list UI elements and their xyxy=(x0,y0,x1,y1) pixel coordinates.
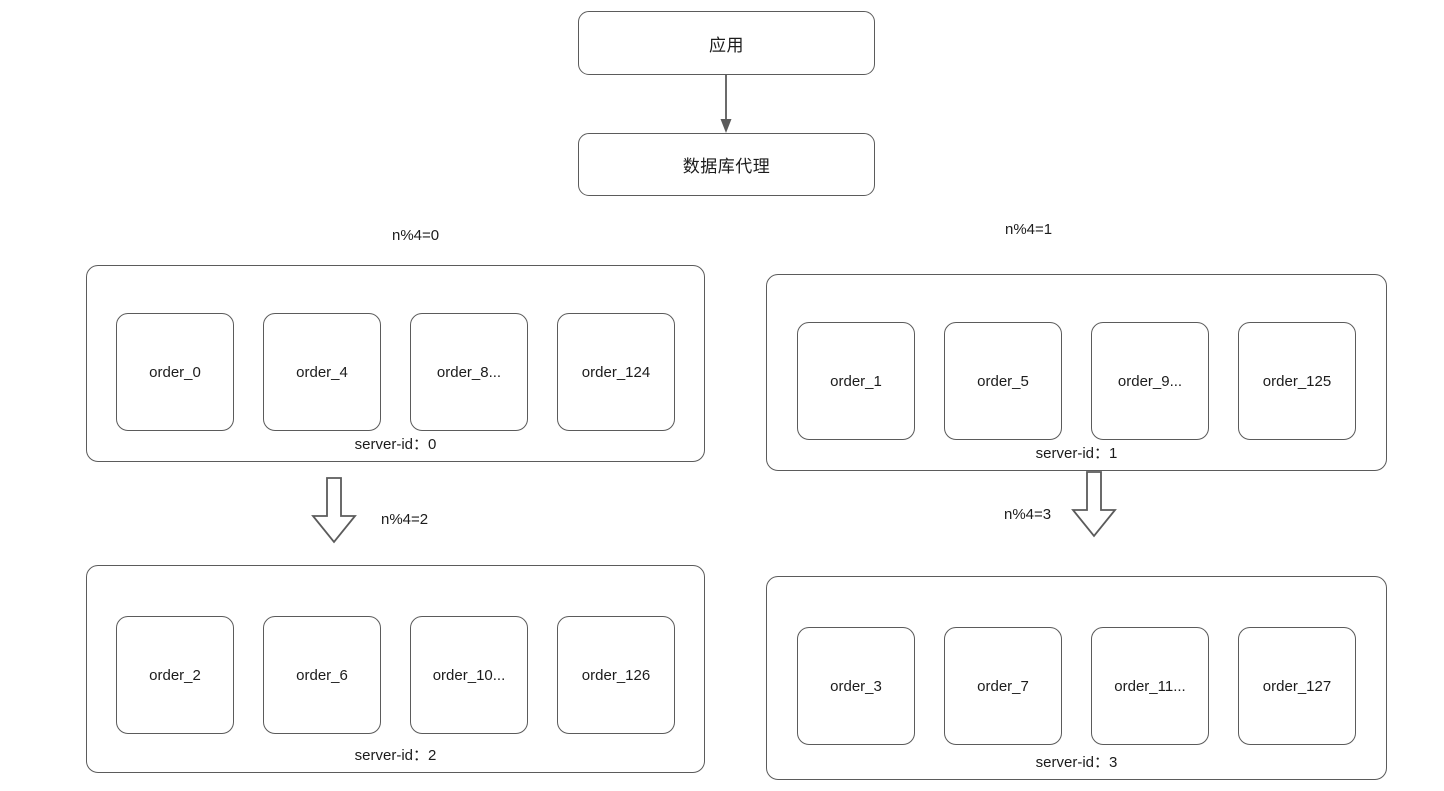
order-card: order_127 xyxy=(1238,627,1356,745)
node-database-proxy-label: 数据库代理 xyxy=(682,157,771,176)
order-card-label: order_0 xyxy=(149,363,201,381)
order-card: order_7 xyxy=(944,627,1062,745)
order-card: order_2 xyxy=(116,616,234,734)
order-card-label: order_126 xyxy=(581,666,651,684)
order-card: order_1 xyxy=(797,322,915,440)
node-database-proxy: 数据库代理 xyxy=(578,133,875,196)
server-group-2: order_2 order_6 order_10... order_126 se… xyxy=(86,565,705,773)
order-card-label: order_124 xyxy=(581,363,651,381)
block-arrow-down-icon-right xyxy=(1071,471,1117,538)
order-card: order_5 xyxy=(944,322,1062,440)
server-id-label: server-id：3 xyxy=(1035,754,1118,771)
order-card: order_9... xyxy=(1091,322,1209,440)
order-card-label: order_1 xyxy=(830,372,882,390)
order-card: order_4 xyxy=(263,313,381,431)
order-card: order_6 xyxy=(263,616,381,734)
server-id-label: server-id：0 xyxy=(354,436,437,453)
order-cards-row: order_3 order_7 order_11... order_127 xyxy=(767,627,1386,745)
order-card: order_11... xyxy=(1091,627,1209,745)
order-card-label: order_11... xyxy=(1114,677,1186,695)
order-card-label: order_3 xyxy=(830,677,882,695)
server-group-3: order_3 order_7 order_11... order_127 se… xyxy=(766,576,1387,780)
order-card-label: order_4 xyxy=(296,363,348,381)
order-card: order_126 xyxy=(557,616,675,734)
order-cards-row: order_2 order_6 order_10... order_126 xyxy=(87,616,704,734)
order-card: order_125 xyxy=(1238,322,1356,440)
order-card-label: order_7 xyxy=(977,677,1029,695)
mod-label-0: n%4=0 xyxy=(392,227,440,244)
order-card: order_10... xyxy=(410,616,528,734)
server-id-label: server-id：1 xyxy=(1035,445,1118,462)
order-cards-row: order_0 order_4 order_8... order_124 xyxy=(87,313,704,431)
mod-label-1: n%4=1 xyxy=(1005,221,1053,238)
order-card-label: order_127 xyxy=(1262,677,1332,695)
server-group-0: order_0 order_4 order_8... order_124 ser… xyxy=(86,265,705,462)
order-card: order_8... xyxy=(410,313,528,431)
order-card-label: order_8... xyxy=(436,363,502,381)
order-card-label: order_9... xyxy=(1117,372,1183,390)
mod-label-3: n%4=3 xyxy=(1004,506,1052,523)
block-arrow-down-icon-left xyxy=(311,477,357,544)
order-card: order_3 xyxy=(797,627,915,745)
order-card-label: order_5 xyxy=(977,372,1029,390)
node-application: 应用 xyxy=(578,11,875,75)
order-card-label: order_125 xyxy=(1262,372,1332,390)
order-cards-row: order_1 order_5 order_9... order_125 xyxy=(767,322,1386,440)
server-id-label: server-id：2 xyxy=(354,747,437,764)
node-application-label: 应用 xyxy=(709,35,744,55)
order-card-label: order_10... xyxy=(432,666,506,684)
order-card-label: order_6 xyxy=(296,666,348,684)
mod-label-2: n%4=2 xyxy=(381,511,429,528)
order-card: order_0 xyxy=(116,313,234,431)
arrow-down-icon xyxy=(720,74,732,133)
order-card: order_124 xyxy=(557,313,675,431)
order-card-label: order_2 xyxy=(149,666,201,684)
server-group-1: order_1 order_5 order_9... order_125 ser… xyxy=(766,274,1387,471)
